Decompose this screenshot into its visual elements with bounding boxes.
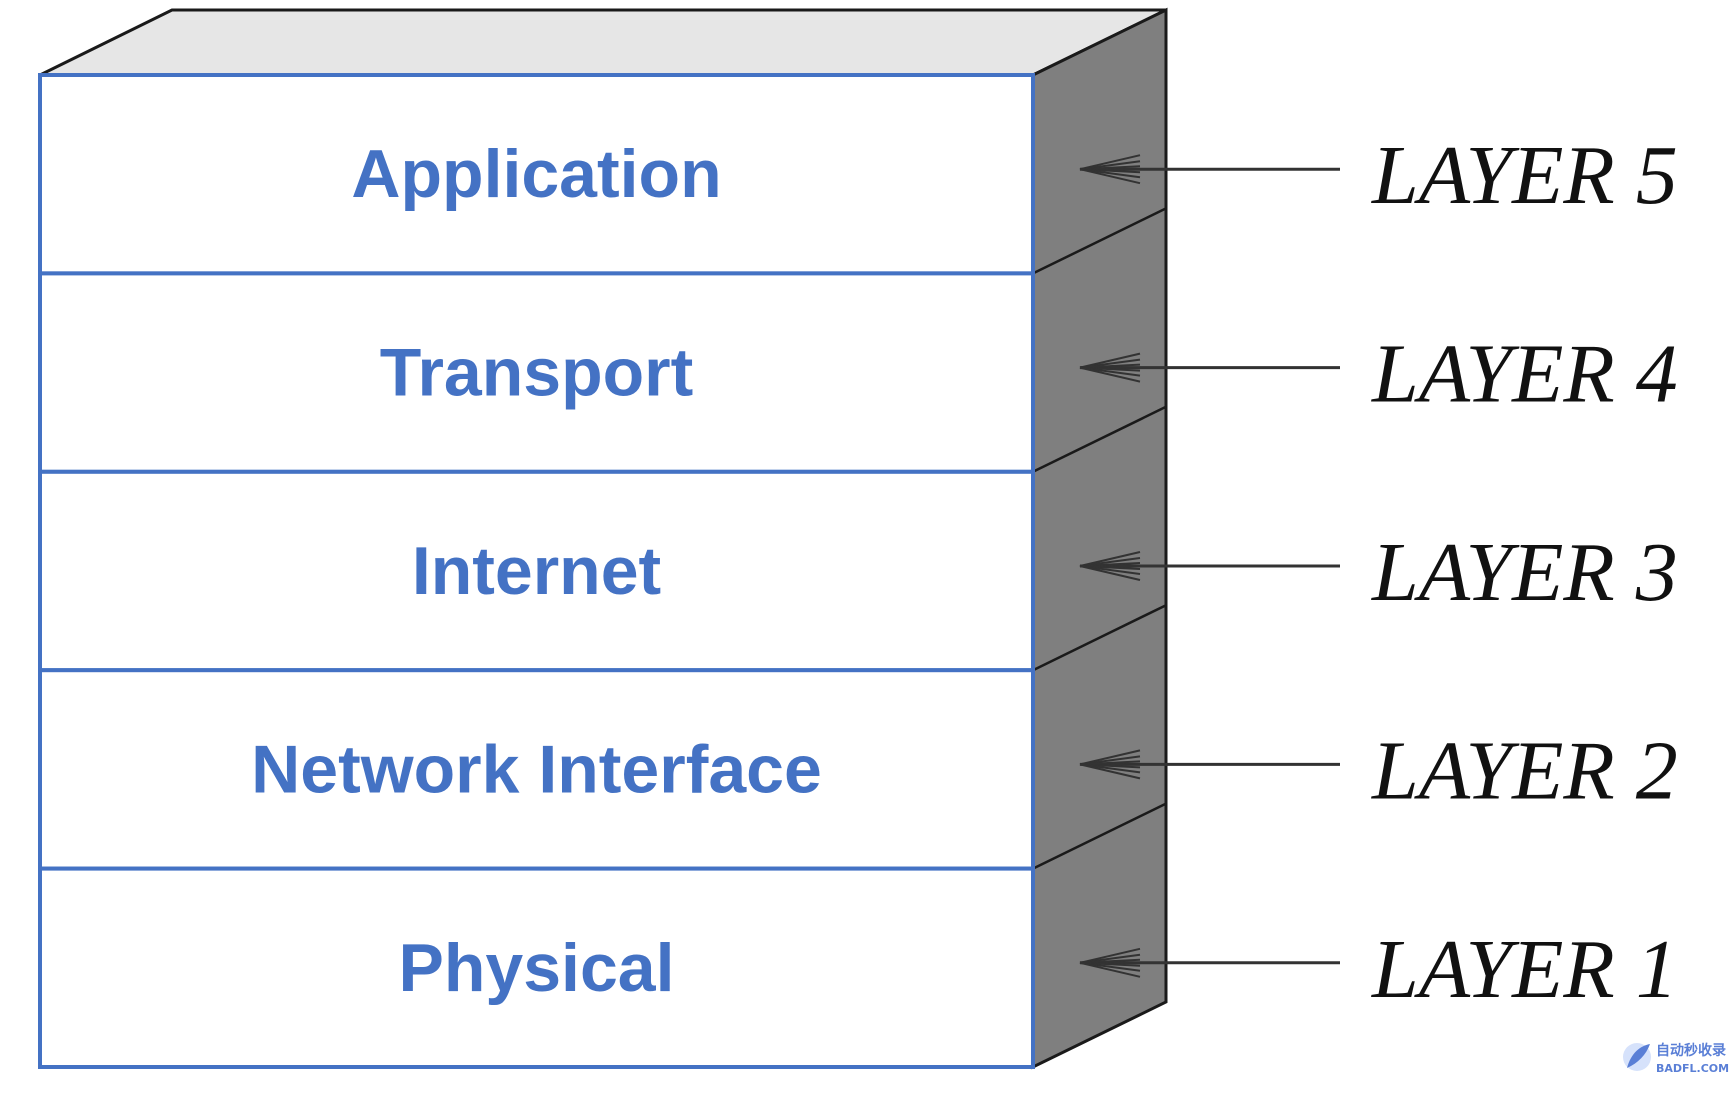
watermark: 自动秒收录 BADFL.COM — [1623, 1042, 1729, 1075]
layer-labels: LAYER 5 LAYER 4 LAYER 3 LAYER 2 LAYER 1 — [1371, 129, 1678, 1016]
layer-arrows — [1079, 154, 1340, 978]
arrow-head-icon — [1079, 154, 1141, 185]
layer-label: LAYER 4 — [1371, 328, 1678, 421]
layer-label: LAYER 3 — [1371, 526, 1678, 619]
side-divider — [1032, 802, 1167, 870]
arrow-head-icon — [1079, 352, 1141, 383]
feather-logo-icon — [1623, 1043, 1651, 1071]
layer-row — [38, 668, 1035, 871]
layer-row — [38, 469, 1035, 673]
layer-name: Internet — [412, 533, 661, 609]
layer-label: LAYER 1 — [1371, 923, 1678, 1016]
watermark-line1: 自动秒收录 — [1656, 1042, 1726, 1059]
side-divider — [1032, 604, 1167, 672]
layer-name: Application — [351, 136, 721, 212]
side-divider — [1032, 207, 1167, 275]
side-divider — [1032, 405, 1167, 473]
layer-label: LAYER 5 — [1371, 129, 1678, 222]
layer-row — [38, 866, 1035, 1069]
layer-row — [38, 271, 1035, 474]
arrow-head-icon — [1079, 947, 1141, 978]
layer-name: Physical — [399, 930, 675, 1006]
layer-label: LAYER 2 — [1371, 724, 1678, 817]
stack-top-face — [39, 8, 1167, 77]
arrow-head-icon — [1079, 551, 1141, 581]
layer-name: Network Interface — [251, 731, 822, 807]
watermark-line2: BADFL.COM — [1656, 1062, 1729, 1075]
arrow-head-icon — [1079, 749, 1141, 780]
side-face-dividers — [1032, 207, 1167, 870]
layer-name: Transport — [380, 335, 694, 411]
